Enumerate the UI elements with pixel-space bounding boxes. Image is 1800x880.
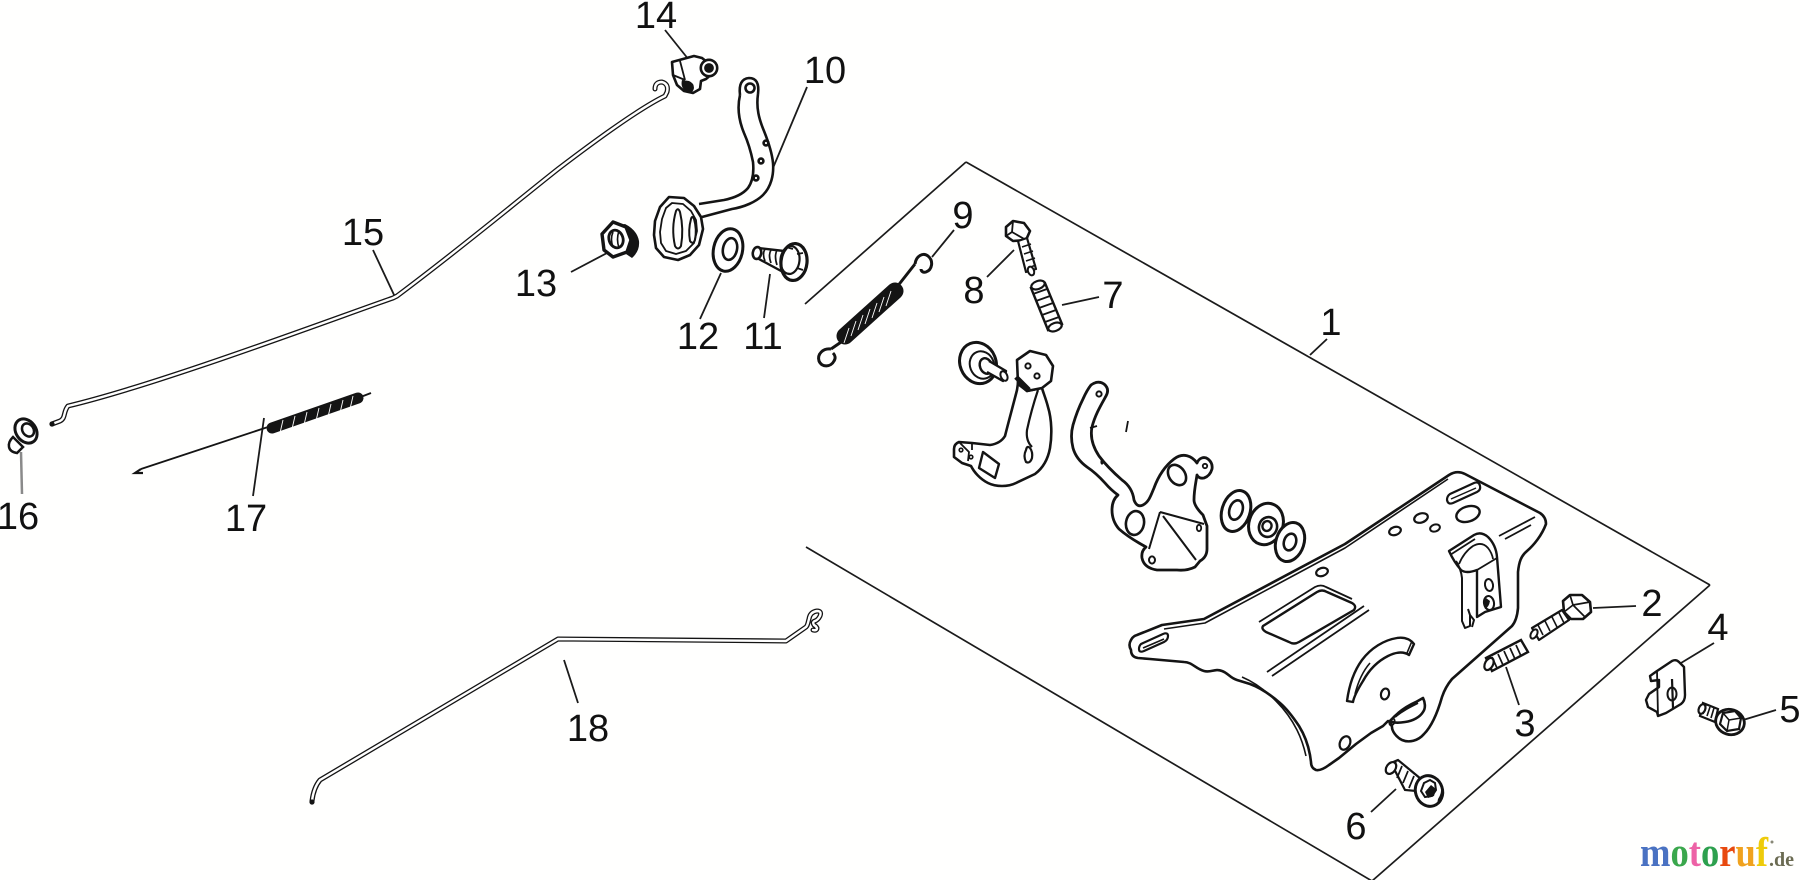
svg-text:17: 17	[225, 498, 267, 540]
svg-text:13: 13	[515, 263, 557, 305]
svg-text:8: 8	[963, 270, 984, 312]
svg-text:4: 4	[1707, 607, 1728, 649]
svg-text:6: 6	[1345, 806, 1366, 848]
svg-text:18: 18	[567, 708, 609, 750]
svg-text:12: 12	[677, 316, 719, 358]
svg-text:1: 1	[1320, 302, 1341, 344]
svg-text:15: 15	[342, 212, 384, 254]
svg-text:7: 7	[1102, 275, 1123, 317]
svg-text:3: 3	[1514, 703, 1535, 745]
svg-text:16: 16	[0, 496, 39, 538]
svg-text:14: 14	[635, 0, 677, 37]
svg-text:11: 11	[743, 316, 782, 358]
svg-text:10: 10	[804, 50, 846, 92]
svg-text:.de: .de	[1769, 849, 1794, 871]
svg-text:2: 2	[1641, 583, 1662, 625]
svg-text:5: 5	[1779, 689, 1800, 731]
svg-text:9: 9	[952, 195, 973, 237]
svg-text:motoruf: motoruf	[1640, 829, 1769, 875]
